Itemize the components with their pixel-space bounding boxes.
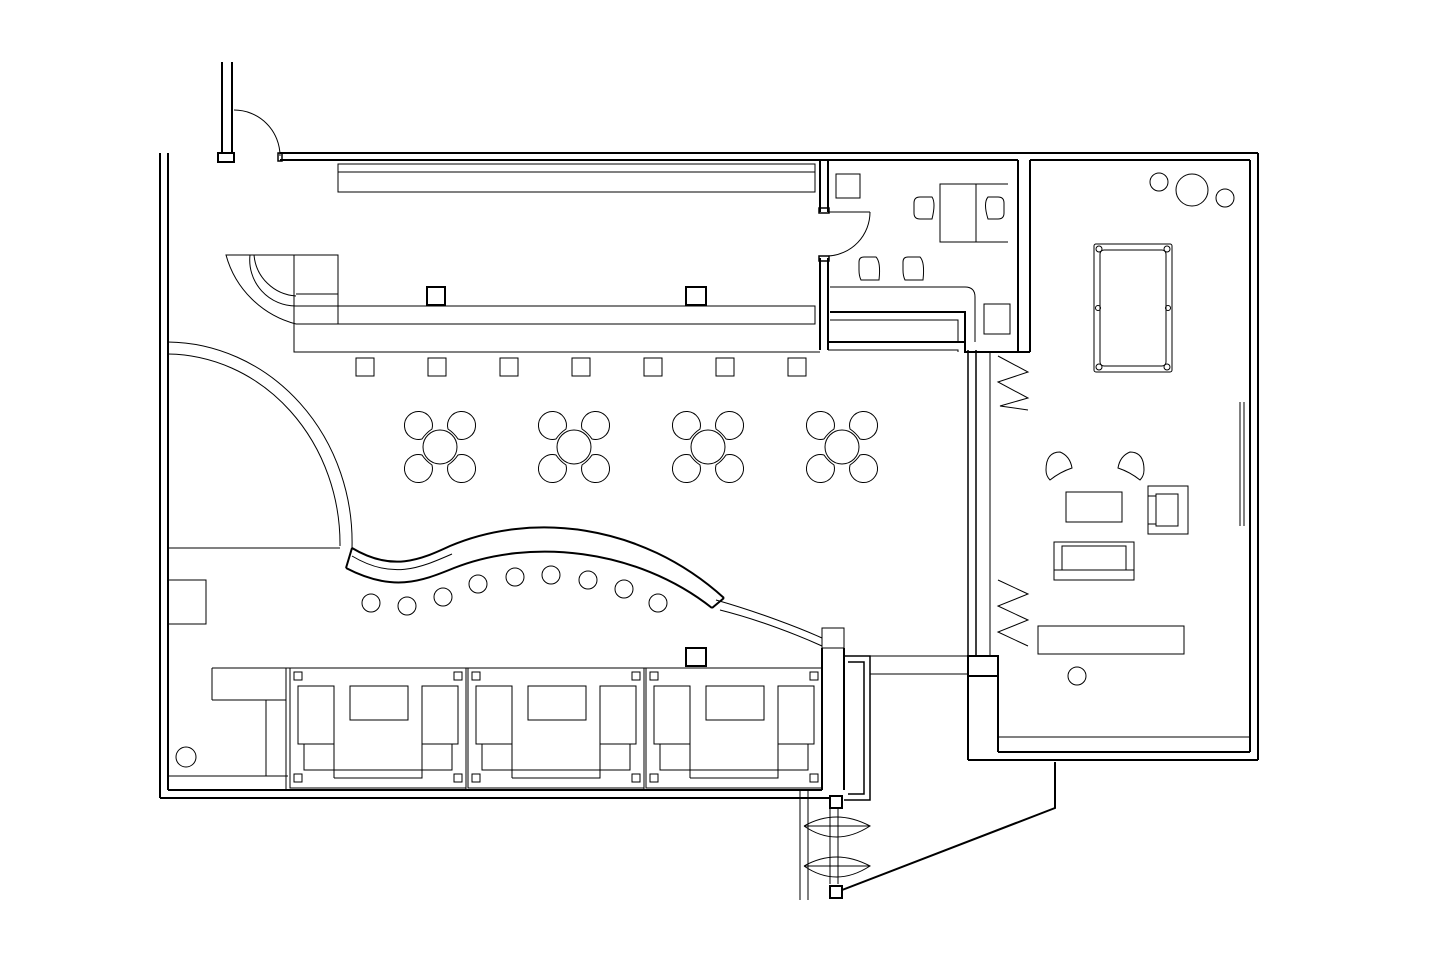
counter-stool [433, 587, 453, 607]
counter-stool [397, 596, 417, 616]
booth [289, 667, 467, 789]
counter-stool [468, 574, 488, 594]
booth [645, 667, 823, 789]
table-set [805, 410, 879, 484]
office-room [818, 160, 1031, 353]
right-wall [1249, 153, 1259, 760]
left-wall [159, 153, 169, 798]
corridor-partition [870, 350, 1030, 760]
counter-stool [361, 593, 381, 613]
office-door-swing [827, 211, 871, 257]
top-wall [280, 152, 1258, 161]
bar-stool [787, 357, 807, 377]
plants [1149, 172, 1235, 208]
bottom-wall [160, 789, 830, 799]
sideboard [1037, 625, 1185, 655]
counter-stool [614, 579, 634, 599]
table-set [403, 410, 477, 484]
plant-pot [1067, 666, 1087, 686]
bar-stool [355, 357, 375, 377]
bar-stools [355, 357, 807, 377]
bar-stool [715, 357, 735, 377]
billiard-table [1093, 243, 1173, 373]
table-set [671, 410, 745, 484]
table-set [537, 410, 611, 484]
counter-stool [578, 570, 598, 590]
entry-post [221, 62, 233, 153]
booths [289, 667, 823, 789]
bar-stool [571, 357, 591, 377]
bar-stool [643, 357, 663, 377]
exterior-walls [159, 62, 1259, 799]
column [685, 647, 707, 667]
counter-stool [505, 567, 525, 587]
counter-stool [541, 565, 561, 585]
billiard-room [1037, 172, 1245, 686]
sofa [1053, 541, 1135, 581]
plant-pot [175, 746, 197, 768]
folding-door-bottom [996, 579, 1030, 647]
booth [467, 667, 645, 789]
counter-stool [648, 593, 668, 613]
bar-stool [427, 357, 447, 377]
counter-stools [361, 565, 668, 616]
office-cabinet [835, 173, 861, 199]
bar-stool [499, 357, 519, 377]
bar-counter [225, 163, 820, 353]
folding-door-top [996, 355, 1030, 411]
coffee-table [1065, 491, 1123, 523]
office-chairs [858, 196, 1005, 281]
side-chair [1147, 485, 1189, 535]
curved-partition [167, 341, 353, 625]
round-tables [403, 410, 879, 484]
billiard-bottom-wall [968, 751, 1258, 761]
office-desk [939, 183, 977, 243]
armchairs [1045, 451, 1145, 481]
entry-door-swing [233, 109, 281, 157]
wall-cabinet [167, 579, 207, 625]
curved-counter [345, 526, 823, 647]
office-file-box [983, 303, 1011, 335]
entrance-vestibule [799, 627, 1056, 900]
